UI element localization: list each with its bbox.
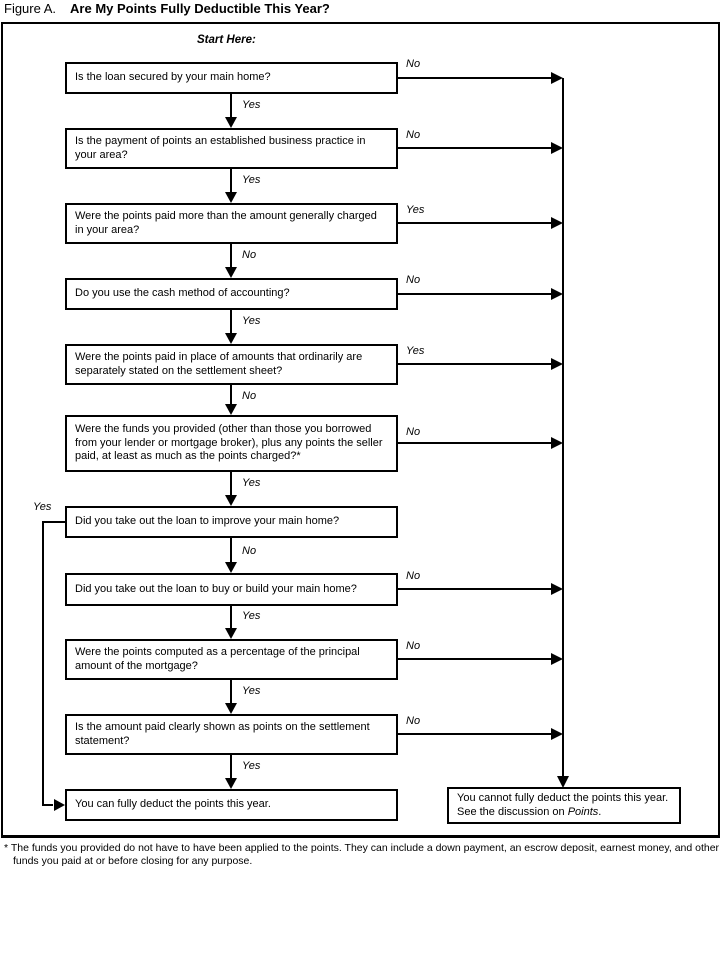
down-label-yes: Yes (242, 477, 261, 489)
footnote: * The funds you provided do not have to … (4, 842, 720, 867)
figure-label: Figure A. (4, 1, 57, 16)
decision-text: Is the payment of points an established … (75, 135, 366, 161)
flowchart-frame (1, 22, 720, 838)
figure-title: Figure A. Are My Points Fully Deductible … (4, 1, 330, 16)
down-label-no: No (242, 390, 257, 402)
decision-box-buy-build-home: Did you take out the loan to buy or buil… (65, 573, 398, 606)
side-label-yes: Yes (406, 345, 425, 357)
result-cannot-deduct-box: You cannot fully deduct the points this … (447, 787, 681, 824)
decision-box-in-place-of: Were the points paid in place of amounts… (65, 344, 398, 385)
down-label-yes: Yes (242, 760, 261, 772)
decision-box-funds-provided: Were the funds you provided (other than … (65, 415, 398, 472)
down-label-no: No (242, 545, 257, 557)
side-label-no: No (406, 58, 421, 70)
decision-text: Is the loan secured by your main home? (75, 71, 271, 84)
decision-text: Were the points paid more than the amoun… (75, 210, 377, 236)
decision-box-improve-home: Did you take out the loan to improve you… (65, 506, 398, 538)
decision-box-business-practice: Is the payment of points an established … (65, 128, 398, 169)
decision-box-percentage: Were the points computed as a percentage… (65, 639, 398, 680)
side-label-no: No (406, 426, 421, 438)
decision-text: Did you take out the loan to improve you… (75, 515, 340, 528)
side-label-yes: Yes (406, 204, 425, 216)
down-label-yes: Yes (242, 610, 261, 622)
start-here-label: Start Here: (197, 34, 256, 46)
figure-title-text: Are My Points Fully Deductible This Year… (70, 1, 330, 16)
decision-text: Were the points paid in place of amounts… (75, 351, 363, 377)
decision-text: Were the funds you provided (other than … (75, 423, 383, 463)
down-label-yes: Yes (242, 99, 261, 111)
down-label-no: No (242, 249, 257, 261)
result-can-deduct-box: You can fully deduct the points this yea… (65, 789, 398, 821)
decision-box-points-more-than: Were the points paid more than the amoun… (65, 203, 398, 244)
decision-box-loan-secured: Is the loan secured by your main home? (65, 62, 398, 94)
side-label-no: No (406, 715, 421, 727)
decision-text: Did you take out the loan to buy or buil… (75, 582, 357, 595)
down-label-yes: Yes (242, 685, 261, 697)
decision-box-cash-method: Do you use the cash method of accounting… (65, 278, 398, 310)
down-label-yes: Yes (242, 174, 261, 186)
decision-text: Is the amount paid clearly shown as poin… (75, 721, 370, 747)
result-text: You cannot fully deduct the points this … (457, 792, 669, 818)
decision-text: Were the points computed as a percentage… (75, 646, 360, 672)
side-label-no: No (406, 129, 421, 141)
side-label-yes: Yes (33, 501, 52, 513)
result-text: You can fully deduct the points this yea… (75, 798, 271, 811)
decision-box-clearly-shown: Is the amount paid clearly shown as poin… (65, 714, 398, 755)
side-label-no: No (406, 640, 421, 652)
decision-text: Do you use the cash method of accounting… (75, 287, 290, 300)
side-label-no: No (406, 274, 421, 286)
side-label-no: No (406, 570, 421, 582)
down-label-yes: Yes (242, 315, 261, 327)
